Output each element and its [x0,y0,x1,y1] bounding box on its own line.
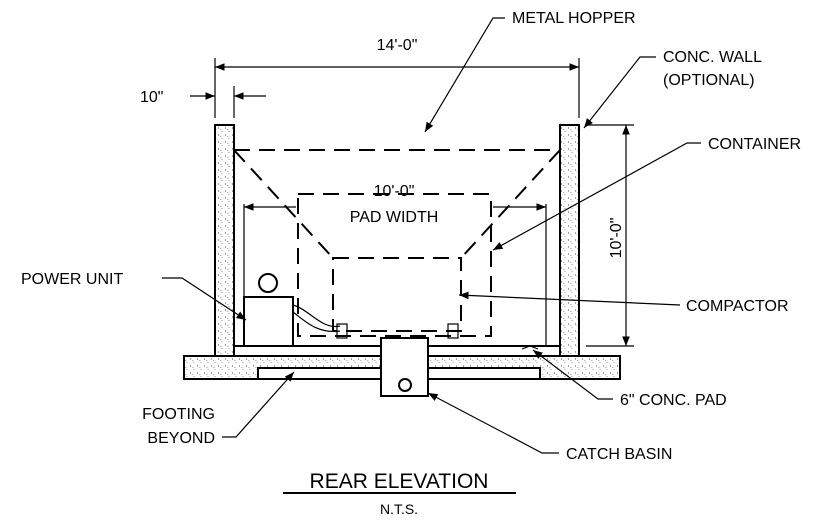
metal-hopper-label: METAL HOPPER [512,10,636,27]
container-label: CONTAINER [708,136,801,153]
footing-leader [222,371,295,438]
footing-beyond-label: BEYOND [147,430,215,447]
container-leader [492,142,701,251]
power-unit-label: POWER UNIT [21,271,123,288]
conc-wall-label: CONC. WALL [663,49,762,66]
dim-wall-text: 10" [140,89,163,106]
conc-wall-optional: (OPTIONAL) [663,72,755,89]
compactor-label: COMPACTOR [686,298,789,315]
power-unit [243,296,294,347]
metal-hopper [233,149,561,259]
dim-14ft-text: 14'-0" [377,37,418,54]
compactor-leader [458,291,681,306]
pad-drain [521,345,539,350]
conc-pad-label: 6" CONC. PAD [620,392,727,409]
dim-height-text: 10'-0" [608,218,625,259]
catch-basin-label: CATCH BASIN [566,446,672,463]
conc-wall-leader [583,56,656,129]
pad-width-text: PAD WIDTH [350,209,439,226]
power-unit-leader [162,277,247,321]
container [297,193,492,337]
power-unit-motor [258,273,278,293]
hydraulic-hose [292,304,341,328]
catch-basin [380,337,429,397]
catch-basin-leader [427,392,559,454]
footing-label: FOOTING [142,406,215,423]
right-conc-wall [559,124,580,357]
metal-hopper-leader [424,17,505,133]
drawing-title: REAR ELEVATION [310,470,489,493]
hydraulic-hose-2 [292,311,341,333]
dim-pad-text: 10'-0" [374,183,415,200]
drawing-scale: N.T.S. [380,501,418,517]
left-conc-wall [214,124,235,357]
compactor-foot-right [447,323,459,339]
conc-pad-leader [532,349,613,400]
compactor [332,257,462,332]
catch-basin-drain [398,378,412,392]
